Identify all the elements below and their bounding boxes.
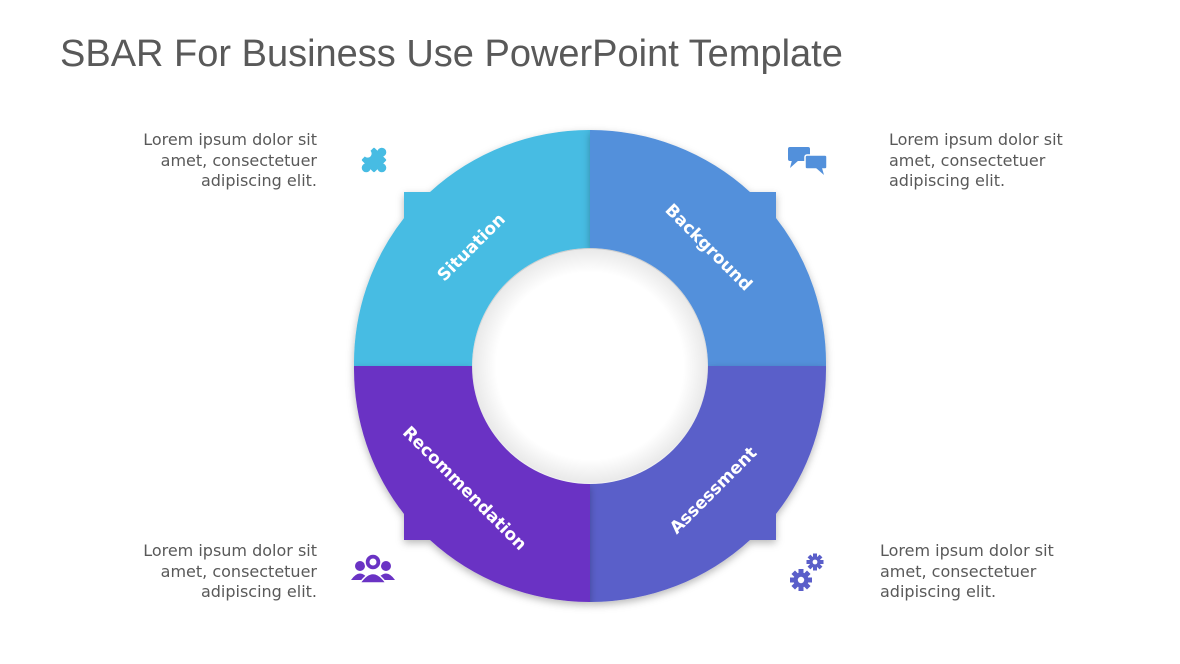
description-line: amet, consectetuer <box>160 150 317 170</box>
ring-center <box>473 249 707 483</box>
segment-recommendation <box>353 366 590 603</box>
description-situation: Lorem ipsum dolor sit amet, consectetuer… <box>57 130 317 192</box>
segment-background <box>590 129 827 366</box>
description-recommendation: Lorem ipsum dolor sit amet, consectetuer… <box>57 541 317 603</box>
description-line: amet, consectetuer <box>889 150 1046 170</box>
description-assessment: Lorem ipsum dolor sit amet, consectetuer… <box>880 541 1140 603</box>
description-line: adipiscing elit. <box>889 171 1006 190</box>
gears-icon <box>790 553 824 591</box>
description-background: Lorem ipsum dolor sit amet, consectetuer… <box>889 130 1149 192</box>
description-line: adipiscing elit. <box>200 171 317 190</box>
puzzle-icon <box>361 147 387 173</box>
description-line: amet, consectetuer <box>880 561 1037 581</box>
description-line: Lorem ipsum dolor sit <box>143 130 317 149</box>
description-line: Lorem ipsum dolor sit <box>143 541 317 560</box>
team-icon <box>351 553 395 584</box>
segment-situation <box>353 129 590 366</box>
description-line: adipiscing elit. <box>880 582 997 601</box>
description-line: Lorem ipsum dolor sit <box>889 130 1063 149</box>
page-title: SBAR For Business Use PowerPoint Templat… <box>60 33 843 75</box>
segment-assessment <box>590 366 827 603</box>
chat-bubbles-icon <box>788 147 828 175</box>
description-line: Lorem ipsum dolor sit <box>880 541 1054 560</box>
description-line: amet, consectetuer <box>160 561 317 581</box>
description-line: adipiscing elit. <box>200 582 317 601</box>
